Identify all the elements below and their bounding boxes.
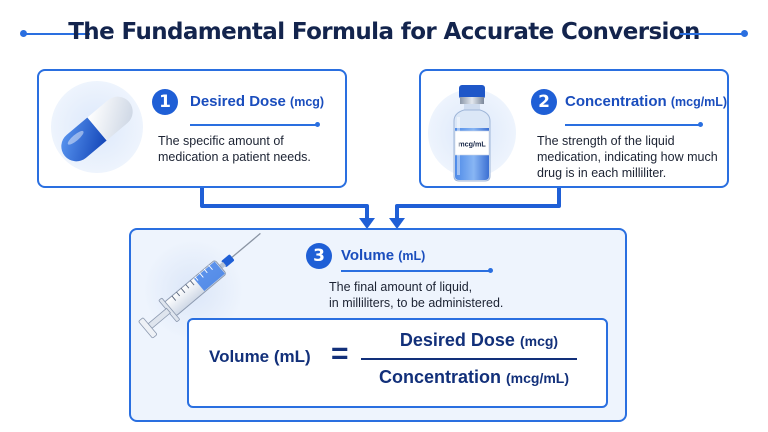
volume-heading-text: Volume xyxy=(341,247,395,264)
desired-dose-heading-unit: (mcg) xyxy=(290,95,325,109)
desired-dose-heading: Desired Dose (mcg) xyxy=(190,93,324,110)
capsule-icon xyxy=(51,81,143,173)
concentration-heading: Concentration (mcg/mL) xyxy=(565,93,727,110)
desired-dose-desc-line-1: The specific amount of xyxy=(158,134,284,148)
volume-desc-line-1: The final amount of liquid, xyxy=(329,280,473,294)
volume-heading-unit: (mL) xyxy=(398,249,426,263)
concentration-card: mcg/mL 2 Concentration (mcg/mL) The stre… xyxy=(419,69,729,188)
step-number-3: 3 xyxy=(306,243,332,269)
concentration-desc-line-1: The strength of the liquid xyxy=(537,134,675,148)
desired-dose-rule xyxy=(190,122,320,127)
vial-icon: mcg/mL xyxy=(428,85,516,182)
volume-description: The final amount of liquid, in millilite… xyxy=(329,279,503,311)
title-line-right xyxy=(680,33,744,35)
fraction-bar xyxy=(361,358,577,360)
volume-heading: Volume (mL) xyxy=(341,247,425,264)
title-dot-right xyxy=(741,30,748,37)
desired-dose-card: 1 Desired Dose (mcg) The specific amount… xyxy=(37,69,347,188)
formula-lhs: Volume (mL) xyxy=(209,347,311,366)
page-title: The Fundamental Formula for Accurate Con… xyxy=(68,19,700,45)
step-number-2: 2 xyxy=(531,89,557,115)
title-dot-left xyxy=(20,30,27,37)
volume-rule xyxy=(341,268,493,273)
concentration-heading-unit: (mcg/mL) xyxy=(670,95,728,109)
formula-equals: = xyxy=(331,337,349,370)
desired-dose-description: The specific amount of medication a pati… xyxy=(158,133,311,165)
concentration-description: The strength of the liquid medication, i… xyxy=(537,133,718,181)
formula-box: Volume (mL) = Desired Dose (mcg) Concent… xyxy=(187,318,608,408)
desired-dose-heading-text: Desired Dose xyxy=(190,93,286,110)
formula-denominator-unit: (mcg/mL) xyxy=(506,370,570,386)
concentration-heading-text: Concentration xyxy=(565,93,667,110)
formula-numerator-unit: (mcg) xyxy=(519,333,559,349)
formula-denominator-text: Concentration xyxy=(378,367,501,387)
formula-numerator: Desired Dose (mcg) xyxy=(384,330,574,351)
step-number-1: 1 xyxy=(152,89,178,115)
concentration-rule xyxy=(565,122,703,127)
title-row: The Fundamental Formula for Accurate Con… xyxy=(0,14,768,50)
volume-desc-line-2: in milliliters, to be administered. xyxy=(329,296,504,310)
vial-label: mcg/mL xyxy=(458,140,486,149)
concentration-desc-line-3: drug is in each milliliter. xyxy=(537,166,667,180)
formula-numerator-text: Desired Dose xyxy=(399,330,515,350)
desired-dose-desc-line-2: medication a patient needs. xyxy=(158,150,311,164)
concentration-desc-line-2: medication, indicating how much xyxy=(537,150,718,164)
formula-denominator: Concentration (mcg/mL) xyxy=(369,367,579,388)
title-line-left xyxy=(24,33,90,35)
